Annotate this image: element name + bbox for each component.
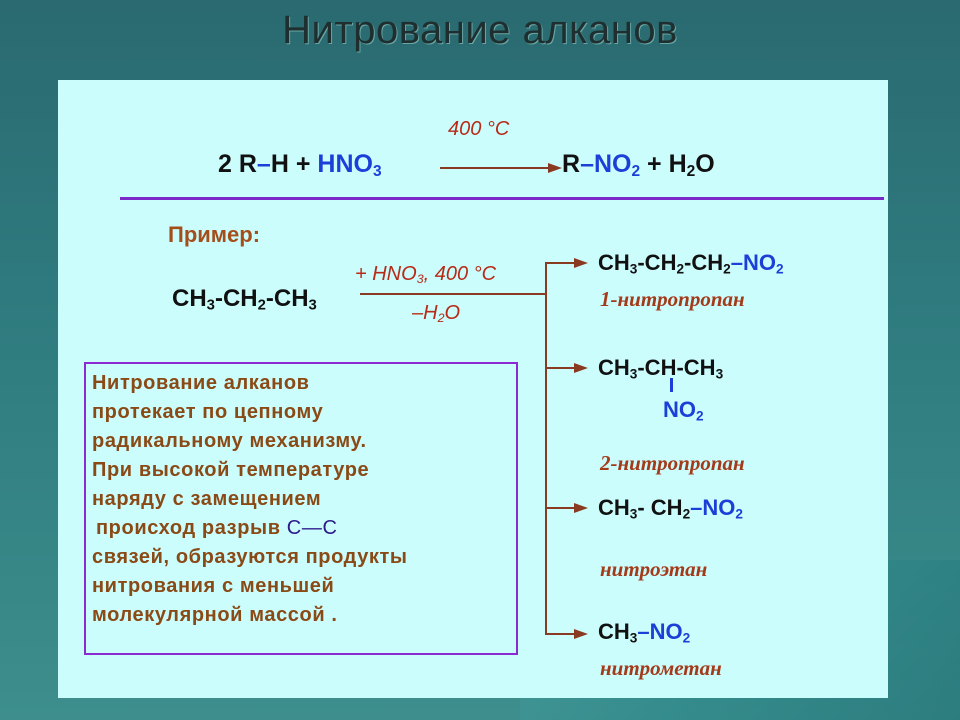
water: H2O: [668, 150, 715, 180]
reaction-condition: 400 °C: [448, 118, 510, 140]
product-name-2: 2-нитропропан: [600, 451, 745, 475]
branch-trunk: [545, 262, 547, 634]
example-condition-bottom: –H2O: [412, 302, 461, 326]
product-formula-2: CH3-CH-CH3: [598, 355, 724, 382]
product-arrow: [545, 367, 579, 369]
nitric-acid: HNO3: [317, 150, 382, 180]
product-arrow: [545, 262, 579, 264]
product-formula-3: CH3- CH2–NO2: [598, 495, 743, 522]
arrow-head-icon: [574, 503, 588, 513]
coefficient: 2: [218, 150, 232, 178]
equation-left: 2 R–H + HNO3: [218, 150, 382, 180]
divider-line: [120, 197, 884, 200]
product-arrow: [545, 633, 579, 635]
product-formula-4: CH3–NO2: [598, 619, 691, 646]
bond-label: С—С: [286, 517, 338, 539]
explanation-line: связей, образуются продукты: [92, 546, 408, 568]
nitro-group: NO2: [593, 150, 641, 180]
example-label: Пример:: [168, 222, 261, 247]
product-name-3: нитроэтан: [600, 557, 708, 581]
product-name-4: нитрометан: [600, 656, 722, 680]
equation-right: R–NO2 + H2O: [562, 150, 715, 180]
explanation-line: радикальному механизму.: [92, 430, 367, 452]
propane-formula: CH3-CH2-CH3: [172, 285, 317, 314]
explanation-box: Нитрование алканов протекает по цепному …: [84, 362, 518, 655]
arrow-head-icon: [574, 258, 588, 268]
product-name-1: 1-нитропропан: [600, 287, 745, 311]
explanation-line: протекает по цепному: [92, 401, 324, 423]
content-panel: [58, 80, 888, 698]
explanation-line: нитрования с меньшей: [92, 575, 335, 597]
product-arrow: [545, 507, 579, 509]
radical-r: R: [238, 150, 257, 178]
explanation-line: происход разрыв С—С: [96, 517, 338, 539]
arrow-head-icon: [574, 363, 588, 373]
explanation-line: При высокой температуре: [92, 459, 370, 481]
reaction-line: [360, 293, 547, 295]
slide-title: Нитрование алканов: [282, 8, 678, 52]
arrow-head-icon: [548, 163, 562, 173]
product-formula-1: CH3-CH2-CH2–NO2: [598, 250, 784, 277]
explanation-line: наряду с замещением: [92, 488, 322, 510]
branch-nitro-group: NO2: [663, 397, 704, 424]
explanation-line: молекулярной массой .: [92, 604, 338, 626]
hydrogen: H: [270, 150, 289, 178]
arrow-head-icon: [574, 629, 588, 639]
plus-sign: +: [295, 150, 311, 178]
explanation-line: Нитрование алканов: [92, 372, 310, 394]
example-condition-top: + HNO3, 400 °C: [355, 263, 497, 287]
branch-bond: [670, 378, 673, 392]
reaction-arrow: [440, 167, 552, 169]
